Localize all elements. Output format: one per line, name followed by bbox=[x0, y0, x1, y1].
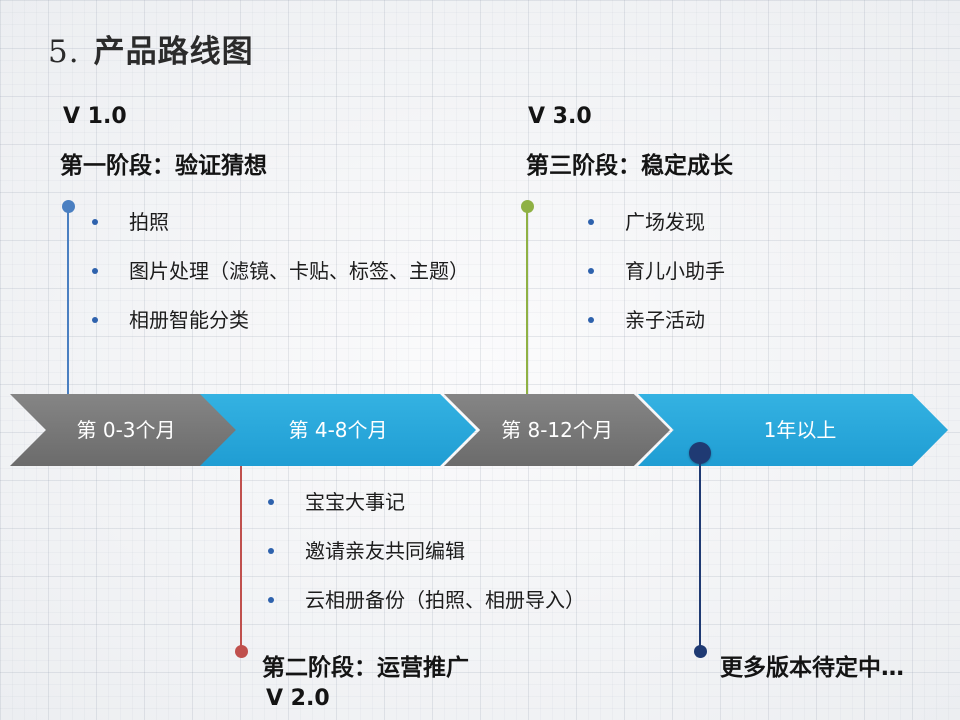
page-title: 5. 产品路线图 bbox=[48, 26, 254, 71]
timeline-segment-0-3-months: 第 0-3个月 bbox=[10, 394, 242, 466]
list-item: 图片处理（滤镜、卡贴、标签、主题） bbox=[92, 258, 469, 307]
list-item: 邀请亲友共同编辑 bbox=[268, 538, 585, 587]
list-item: 云相册备份（拍照、相册导入） bbox=[268, 587, 585, 636]
timeline-label: 第 4-8个月 bbox=[288, 418, 388, 442]
timeline-label: 第 0-3个月 bbox=[76, 418, 176, 442]
phase1-feature-list: 拍照 图片处理（滤镜、卡贴、标签、主题） 相册智能分类 bbox=[92, 209, 469, 356]
title-text: 产品路线图 bbox=[93, 34, 254, 70]
phase1-connector-line bbox=[67, 212, 69, 396]
phase2-feature-list: 宝宝大事记 邀请亲友共同编辑 云相册备份（拍照、相册导入） bbox=[268, 489, 585, 636]
phase4-connector-line bbox=[699, 462, 701, 652]
phase3-marker-dot bbox=[521, 200, 534, 213]
list-item: 拍照 bbox=[92, 209, 469, 258]
timeline-label: 1年以上 bbox=[763, 418, 837, 442]
phase3-connector-line bbox=[526, 212, 528, 396]
phase4-stage-title: 更多版本待定中… bbox=[720, 655, 904, 681]
phase3-stage-title: 第三阶段：稳定成长 bbox=[526, 153, 733, 179]
list-item: 亲子活动 bbox=[588, 307, 725, 356]
phase2-version: V 2.0 bbox=[266, 686, 330, 711]
phase1-stage-title: 第一阶段：验证猜想 bbox=[60, 153, 267, 179]
list-item: 育儿小助手 bbox=[588, 258, 725, 307]
phase3-version: V 3.0 bbox=[528, 104, 592, 129]
timeline-label: 第 8-12个月 bbox=[501, 418, 613, 442]
timeline-segment-over-1-year: 1年以上 bbox=[638, 394, 948, 466]
phase2-marker-dot bbox=[235, 645, 248, 658]
phase2-stage-title: 第二阶段：运营推广 bbox=[262, 655, 469, 681]
phase1-version: V 1.0 bbox=[63, 104, 127, 129]
list-item: 广场发现 bbox=[588, 209, 725, 258]
phase4-marker-dot-top bbox=[689, 442, 711, 464]
title-number: 5. bbox=[48, 34, 80, 70]
phase3-feature-list: 广场发现 育儿小助手 亲子活动 bbox=[588, 209, 725, 356]
phase1-marker-dot bbox=[62, 200, 75, 213]
timeline-segment-4-8-months: 第 4-8个月 bbox=[200, 394, 476, 466]
list-item: 相册智能分类 bbox=[92, 307, 469, 356]
phase4-marker-dot bbox=[694, 645, 707, 658]
timeline-segment-8-12-months: 第 8-12个月 bbox=[444, 394, 670, 466]
list-item: 宝宝大事记 bbox=[268, 489, 585, 538]
phase2-connector-line bbox=[240, 466, 242, 652]
